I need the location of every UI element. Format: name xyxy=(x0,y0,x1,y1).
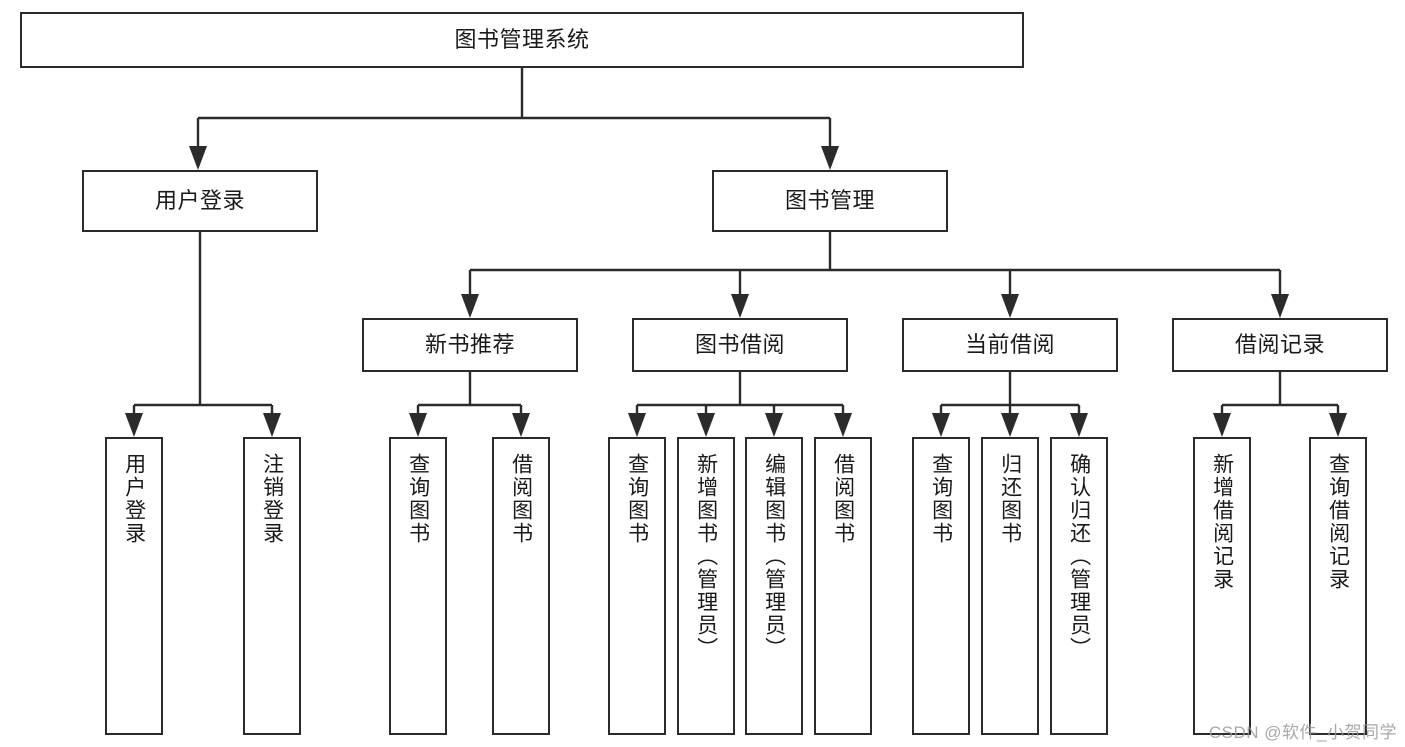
node-new-book-rec[interactable]: 新书推荐 xyxy=(362,318,578,372)
arrowhead-leaf-user-login xyxy=(125,413,143,437)
node-leaf-borrow-book-2-label: 借阅图书 xyxy=(831,453,855,545)
node-leaf-borrow-book-1-label: 借阅图书 xyxy=(509,453,533,545)
arrowhead-leaf-return-book xyxy=(1001,413,1019,437)
node-borrow-record[interactable]: 借阅记录 xyxy=(1172,318,1388,372)
arrowhead-leaf-query-book-3 xyxy=(932,413,950,437)
node-leaf-query-book-2-label: 查询图书 xyxy=(625,453,649,545)
node-user-login-label: 用户登录 xyxy=(154,188,245,214)
node-leaf-query-book-3-label: 查询图书 xyxy=(929,453,953,545)
node-leaf-add-record-label: 新增借阅记录 xyxy=(1210,453,1234,591)
arrowhead-leaf-query-record xyxy=(1329,413,1347,437)
arrowhead-leaf-confirm-return xyxy=(1070,413,1088,437)
node-leaf-logout[interactable]: 注销登录 xyxy=(243,437,301,735)
node-leaf-return-book[interactable]: 归还图书 xyxy=(981,437,1039,735)
node-borrow-record-label: 借阅记录 xyxy=(1234,332,1325,358)
node-leaf-query-book-2[interactable]: 查询图书 xyxy=(608,437,666,735)
node-root-label: 图书管理系统 xyxy=(454,27,590,53)
node-leaf-borrow-book-1[interactable]: 借阅图书 xyxy=(492,437,550,735)
arrowhead-book-manage xyxy=(821,146,839,170)
node-book-borrow[interactable]: 图书借阅 xyxy=(632,318,848,372)
node-leaf-query-book-1[interactable]: 查询图书 xyxy=(389,437,447,735)
arrowhead-book-borrow xyxy=(731,294,749,318)
arrowhead-leaf-query-book-1 xyxy=(409,413,427,437)
arrowhead-current-borrow xyxy=(1001,294,1019,318)
node-new-book-rec-label: 新书推荐 xyxy=(424,332,515,358)
node-leaf-return-book-label: 归还图书 xyxy=(998,453,1022,545)
arrowhead-leaf-borrow-book-1 xyxy=(512,413,530,437)
node-leaf-borrow-book-2[interactable]: 借阅图书 xyxy=(814,437,872,735)
node-leaf-query-book-3[interactable]: 查询图书 xyxy=(912,437,970,735)
node-current-borrow-label: 当前借阅 xyxy=(964,332,1055,358)
node-root[interactable]: 图书管理系统 xyxy=(20,12,1024,68)
arrowhead-leaf-logout xyxy=(263,413,281,437)
node-leaf-edit-book[interactable]: 编辑图书（管理员） xyxy=(745,437,803,735)
arrowhead-leaf-edit-book xyxy=(765,413,783,437)
arrowhead-leaf-query-book-2 xyxy=(628,413,646,437)
node-leaf-query-record-label: 查询借阅记录 xyxy=(1326,453,1350,591)
node-book-borrow-label: 图书借阅 xyxy=(694,332,785,358)
node-leaf-confirm-return-label: 确认归还（管理员） xyxy=(1067,453,1091,660)
arrowhead-borrow-record xyxy=(1271,294,1289,318)
node-leaf-query-record[interactable]: 查询借阅记录 xyxy=(1309,437,1367,735)
node-leaf-add-record[interactable]: 新增借阅记录 xyxy=(1193,437,1251,735)
arrowhead-user-login xyxy=(189,146,207,170)
arrowhead-new-book-rec xyxy=(461,294,479,318)
node-leaf-query-book-1-label: 查询图书 xyxy=(406,453,430,545)
node-leaf-logout-label: 注销登录 xyxy=(260,453,284,545)
arrowhead-leaf-add-record xyxy=(1213,413,1231,437)
node-book-manage[interactable]: 图书管理 xyxy=(712,170,948,232)
csdn-watermark: CSDN @软件_小贺同学 xyxy=(1208,723,1397,742)
node-leaf-add-book[interactable]: 新增图书（管理员） xyxy=(677,437,735,735)
node-current-borrow[interactable]: 当前借阅 xyxy=(902,318,1118,372)
node-leaf-user-login-label: 用户登录 xyxy=(122,453,146,545)
node-book-manage-label: 图书管理 xyxy=(784,188,875,214)
node-leaf-add-book-label: 新增图书（管理员） xyxy=(694,453,718,660)
node-leaf-edit-book-label: 编辑图书（管理员） xyxy=(762,453,786,660)
node-leaf-user-login[interactable]: 用户登录 xyxy=(105,437,163,735)
node-leaf-confirm-return[interactable]: 确认归还（管理员） xyxy=(1050,437,1108,735)
arrowhead-leaf-add-book xyxy=(697,413,715,437)
node-user-login[interactable]: 用户登录 xyxy=(82,170,318,232)
arrowhead-leaf-borrow-book-2 xyxy=(834,413,852,437)
